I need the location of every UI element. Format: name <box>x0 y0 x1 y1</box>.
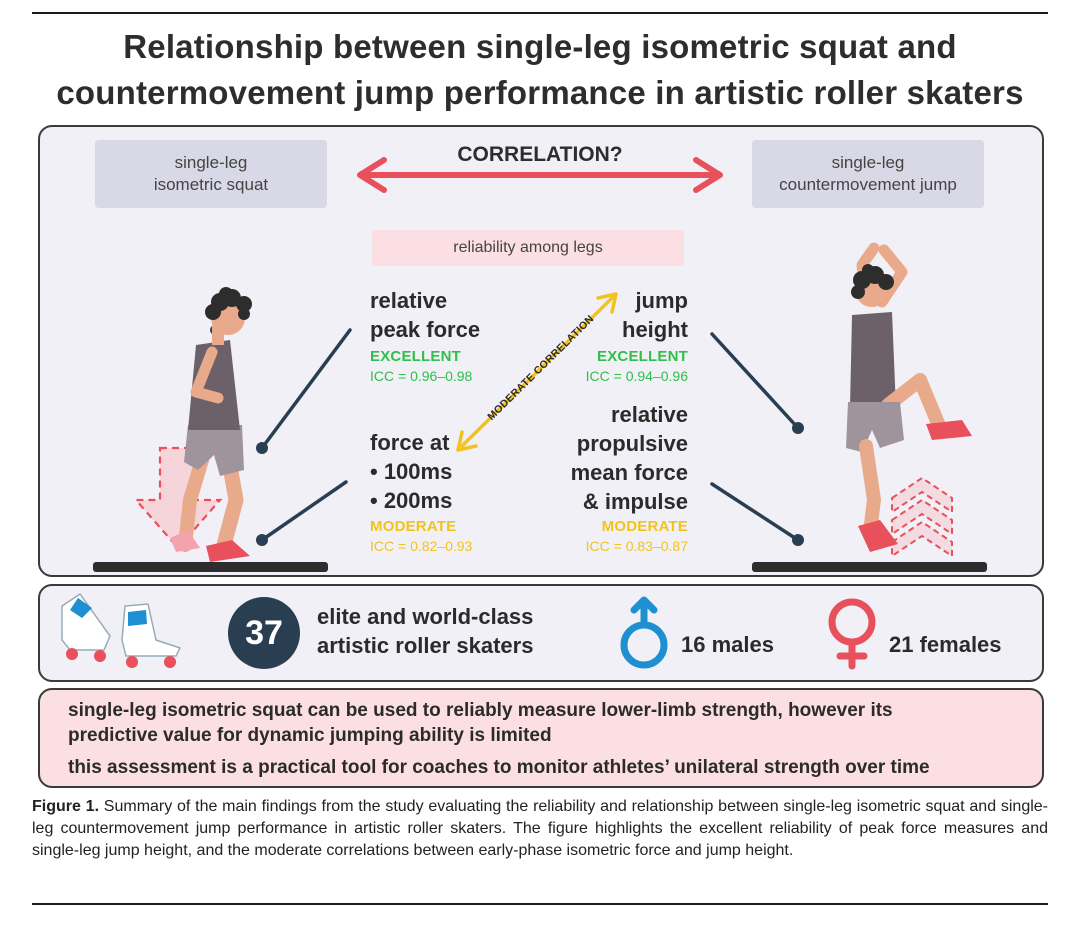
bottom-rule <box>32 903 1048 905</box>
figure-caption: Figure 1. Summary of the main findings f… <box>32 796 1048 862</box>
force-at-time-metric: force at • 100ms • 200ms <box>370 428 452 515</box>
propulsive-line2: propulsive <box>576 431 688 456</box>
cmj-label-line1: single-leg <box>831 153 905 172</box>
jump-height-line2: height <box>622 317 688 342</box>
force-at-line2: • 100ms <box>370 459 453 484</box>
pointer-lines <box>260 328 800 542</box>
caption-text: Summary of the main findings from the st… <box>32 798 1048 859</box>
participant-count: 37 <box>228 597 300 669</box>
peak-force-line1: relative <box>370 288 448 313</box>
reliability-label: reliability among legs <box>372 230 684 266</box>
left-athlete-illustration <box>170 287 252 562</box>
down-arrow-icon <box>133 446 223 550</box>
jump-height-icc: ICC = 0.94–0.96 <box>585 368 688 384</box>
participant-description: elite and world-class artistic roller sk… <box>317 602 533 660</box>
participants-panel <box>38 584 1044 682</box>
propulsive-line1: relative <box>610 402 688 427</box>
double-arrow-icon <box>357 157 723 193</box>
male-symbol-icon <box>620 596 668 669</box>
force-at-time-rating: MODERATE <box>370 518 457 535</box>
caption-label: Figure 1. <box>32 798 100 815</box>
jump-height-rating: EXCELLENT <box>597 348 688 365</box>
pointer-dot <box>256 534 268 546</box>
female-symbol-icon <box>828 598 876 670</box>
conclusion-line3: this assessment is a practical tool for … <box>68 757 930 778</box>
roller-skates-icon <box>61 592 182 668</box>
jump-height-line1: jump <box>635 288 688 313</box>
participant-description-line2: artistic roller skaters <box>317 633 534 658</box>
isometric-squat-label: single-leg isometric squat <box>95 140 327 208</box>
force-at-line1: force at <box>370 430 450 455</box>
propulsive-force-metric: relative propulsive mean force & impulse <box>488 400 688 516</box>
participant-description-line1: elite and world-class <box>317 604 534 629</box>
peak-force-icc: ICC = 0.96–0.98 <box>370 368 473 384</box>
force-at-line3: • 200ms <box>370 488 453 513</box>
title-line-2: countermovement jump performance in arti… <box>56 74 1024 111</box>
force-at-time-icc: ICC = 0.82–0.93 <box>370 538 473 554</box>
pointer-dot <box>256 442 268 454</box>
conclusion-line1: single-leg isometric squat can be used t… <box>68 700 893 721</box>
top-rule <box>32 12 1048 14</box>
up-chevrons-icon <box>891 476 953 558</box>
propulsive-line4: & impulse <box>582 489 688 514</box>
correlation-question: CORRELATION? <box>457 143 623 166</box>
title-line-1: Relationship between single-leg isometri… <box>123 28 957 65</box>
peak-force-metric: relative peak force <box>370 286 480 344</box>
female-count: 21 females <box>889 632 1002 657</box>
propulsive-force-icc: ICC = 0.83–0.87 <box>585 538 688 554</box>
right-force-plate <box>752 562 987 572</box>
jump-height-metric: jump height <box>488 286 688 344</box>
propulsive-force-rating: MODERATE <box>601 518 688 535</box>
left-force-plate <box>93 562 328 572</box>
cmj-label-line2: countermovement jump <box>779 175 957 194</box>
conclusion-panel <box>38 688 1044 788</box>
propulsive-line3: mean force <box>570 460 688 485</box>
right-athlete-illustration <box>846 242 972 552</box>
pointer-dot <box>792 534 804 546</box>
countermovement-jump-label: single-leg countermovement jump <box>752 140 984 208</box>
figure-title: Relationship between single-leg isometri… <box>20 24 1060 116</box>
peak-force-rating: EXCELLENT <box>370 348 461 365</box>
conclusion-text: single-leg isometric squat can be used t… <box>68 698 1028 780</box>
peak-force-line2: peak force <box>370 317 481 342</box>
isometric-squat-label-line2: isometric squat <box>153 175 269 194</box>
male-count: 16 males <box>681 632 774 657</box>
conclusion-line2: predictive value for dynamic jumping abi… <box>68 725 552 746</box>
isometric-squat-label-line1: single-leg <box>174 153 248 172</box>
pointer-dot <box>792 422 804 434</box>
